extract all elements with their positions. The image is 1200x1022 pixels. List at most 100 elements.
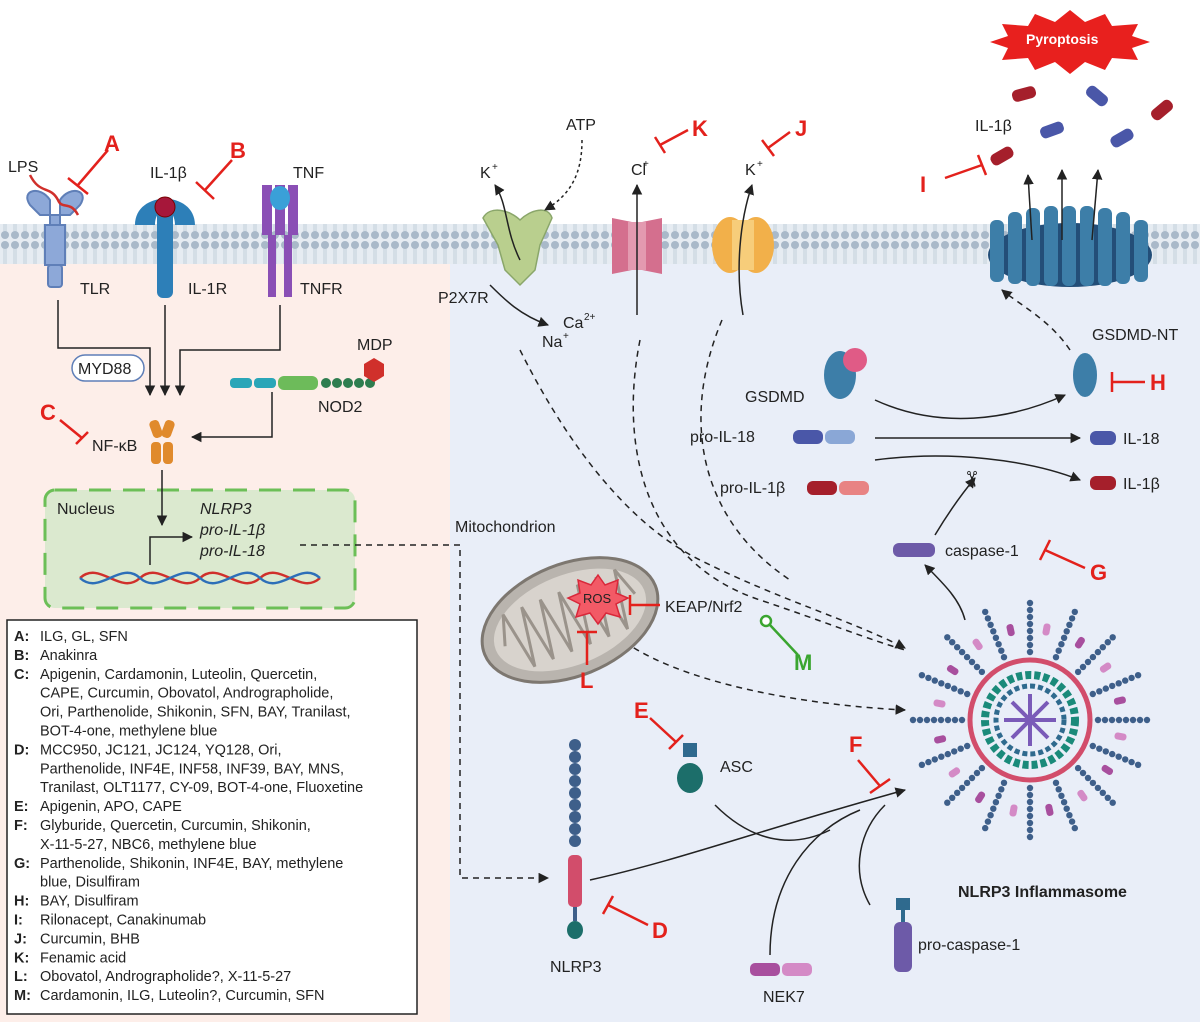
gsdmd-label: GSDMD (745, 389, 805, 406)
legend-line: Glyburide, Quercetin, Curcumin, Shikonin… (40, 818, 311, 834)
keap-label: KEAP/Nrf2 (665, 599, 742, 616)
inhibitor-i-letter: I (920, 172, 926, 197)
il1b-out-label: IL-1β (1123, 476, 1160, 493)
inhibitor-b-letter: B (230, 138, 246, 163)
inhibit-b-mark (195, 159, 233, 200)
inhibitor-k-letter: K (692, 116, 708, 141)
pore-release-arrow-1 (1023, 173, 1034, 241)
inhibit-i-mark (944, 154, 988, 180)
nod2-label: NOD2 (318, 399, 363, 416)
legend-key: A: (14, 629, 29, 645)
inhibitor-f-letter: F (849, 732, 862, 757)
mdp-ligand (364, 358, 384, 382)
inhibit-l-mark (577, 630, 597, 665)
inhibitor-m-letter: M (794, 650, 812, 675)
il1r-receptor (135, 196, 195, 298)
pyroptosis-burst (990, 10, 1150, 74)
nek7-to-inflammasome (769, 809, 861, 956)
legend-line: Curcumin, BHB (40, 931, 140, 947)
il1b-top-label: IL-1β (975, 118, 1012, 135)
k-efflux-p2x7r (494, 184, 521, 261)
k-plus-right-sup: + (757, 159, 763, 170)
tlr-to-nfkb-line (57, 300, 156, 397)
legend-key: C: (14, 667, 29, 683)
gsdmd-nt-protein (1073, 353, 1097, 397)
inhibit-c-mark (59, 419, 89, 445)
atp-label: ATP (566, 117, 596, 134)
asc-label: ASC (720, 759, 753, 776)
tnfr-to-nfkb-line (174, 305, 281, 397)
legend-line: CAPE, Curcumin, Obovatol, Andrographolid… (40, 686, 333, 702)
gasdermin-pore (988, 206, 1152, 287)
asc-protein (677, 743, 703, 793)
legend-line: Rilonacept, Canakinumab (40, 913, 206, 929)
legend-line: Apigenin, Cardamonin, Luteolin, Querceti… (40, 667, 317, 683)
inhibit-d-mark (601, 895, 649, 927)
inhibitor-g-letter: G (1090, 560, 1107, 585)
inflammasome-arm (1089, 742, 1142, 775)
legend-key: E: (14, 799, 29, 815)
legend-key: H: (14, 894, 29, 910)
released-il18-1 (1040, 121, 1064, 139)
legend-line: blue, Disulfiram (40, 875, 140, 891)
k-plus-left-sup: + (492, 162, 498, 173)
inflammasome-arm (1094, 716, 1151, 741)
legend-line: Tranilast, OLT1177, CY-09, BOT-4-one, Fl… (40, 780, 363, 796)
k-efflux-channel (738, 184, 754, 316)
ca-label: Ca (563, 315, 584, 332)
nlrp3-label: NLRP3 (550, 959, 602, 976)
inhibit-f-mark (857, 759, 891, 795)
pro-caspase1-label: pro-caspase-1 (918, 937, 1020, 954)
nod2-protein (230, 376, 375, 390)
legend-key: J: (14, 931, 27, 947)
ros-burst (566, 573, 630, 626)
legend-key: B: (14, 648, 29, 664)
legend-line: Parthenolide, INF4E, INF58, INF39, BAY, … (40, 761, 344, 777)
legend-key: G: (14, 856, 30, 872)
legend-line: Parthenolide, Shikonin, INF4E, BAY, meth… (40, 856, 343, 872)
legend-key: K: (14, 950, 29, 966)
inflammasome-arm (1009, 784, 1034, 841)
gene-nlrp3-label: NLRP3 (200, 501, 252, 518)
tnf-label: TNF (293, 165, 324, 182)
il18-protein (1090, 431, 1116, 445)
inhibitor-d-letter: D (652, 918, 668, 943)
legend-line: MCC950, JC121, JC124, YQ128, Ori, (40, 742, 282, 758)
caspase1-label: caspase-1 (945, 543, 1019, 560)
gene-pro-il18-label: pro-IL-18 (199, 543, 265, 560)
legend-line: Cardamonin, ILG, Luteolin?, Curcumin, SF… (40, 988, 325, 1004)
lps-molecule (28, 174, 80, 216)
released-il18-2 (1085, 85, 1109, 107)
cleavage-to-il1b (874, 455, 1081, 482)
lps-label: LPS (8, 159, 38, 176)
inhibitor-h-letter: H (1150, 370, 1166, 395)
gene-pro-il1b-label: pro-IL-1β (199, 522, 265, 539)
ca-sup: 2+ (584, 312, 596, 323)
inhibit-k-mark (653, 128, 689, 154)
nfkb-complex (149, 419, 175, 464)
gsdmd-nt-label: GSDMD-NT (1092, 327, 1178, 344)
activate-m-circle (759, 614, 773, 628)
scissors-icon: ✂ (959, 470, 984, 488)
transcription-start-arrow (149, 531, 194, 565)
released-il18-3 (1110, 128, 1134, 148)
myd88-label: MYD88 (78, 361, 131, 378)
legend-line: Apigenin, APO, CAPE (40, 799, 182, 815)
pro-il1b-label: pro-IL-1β (720, 480, 785, 497)
legend-line: Fenamic acid (40, 950, 126, 966)
inflammasome-label: NLRP3 Inflammasome (958, 884, 1127, 901)
nucleus-to-nlrp3-dashed (300, 544, 550, 884)
nlrp3-protein (567, 739, 583, 939)
myd88-box (71, 354, 145, 382)
il1r-label: IL-1R (188, 281, 227, 298)
il1b-ligand-label: IL-1β (150, 165, 187, 182)
inhibitor-e-letter: E (634, 698, 649, 723)
inflammasome-arm (1074, 634, 1116, 676)
legend-line: X-11-5-27, NBC6, methylene blue (40, 837, 257, 853)
pro-caspase1-protein (894, 898, 912, 972)
inflammasome-arm (918, 665, 971, 698)
legend-line: BAY, Disulfiram (40, 894, 139, 910)
tlr-label: TLR (80, 281, 110, 298)
tnfr-label: TNFR (300, 281, 343, 298)
